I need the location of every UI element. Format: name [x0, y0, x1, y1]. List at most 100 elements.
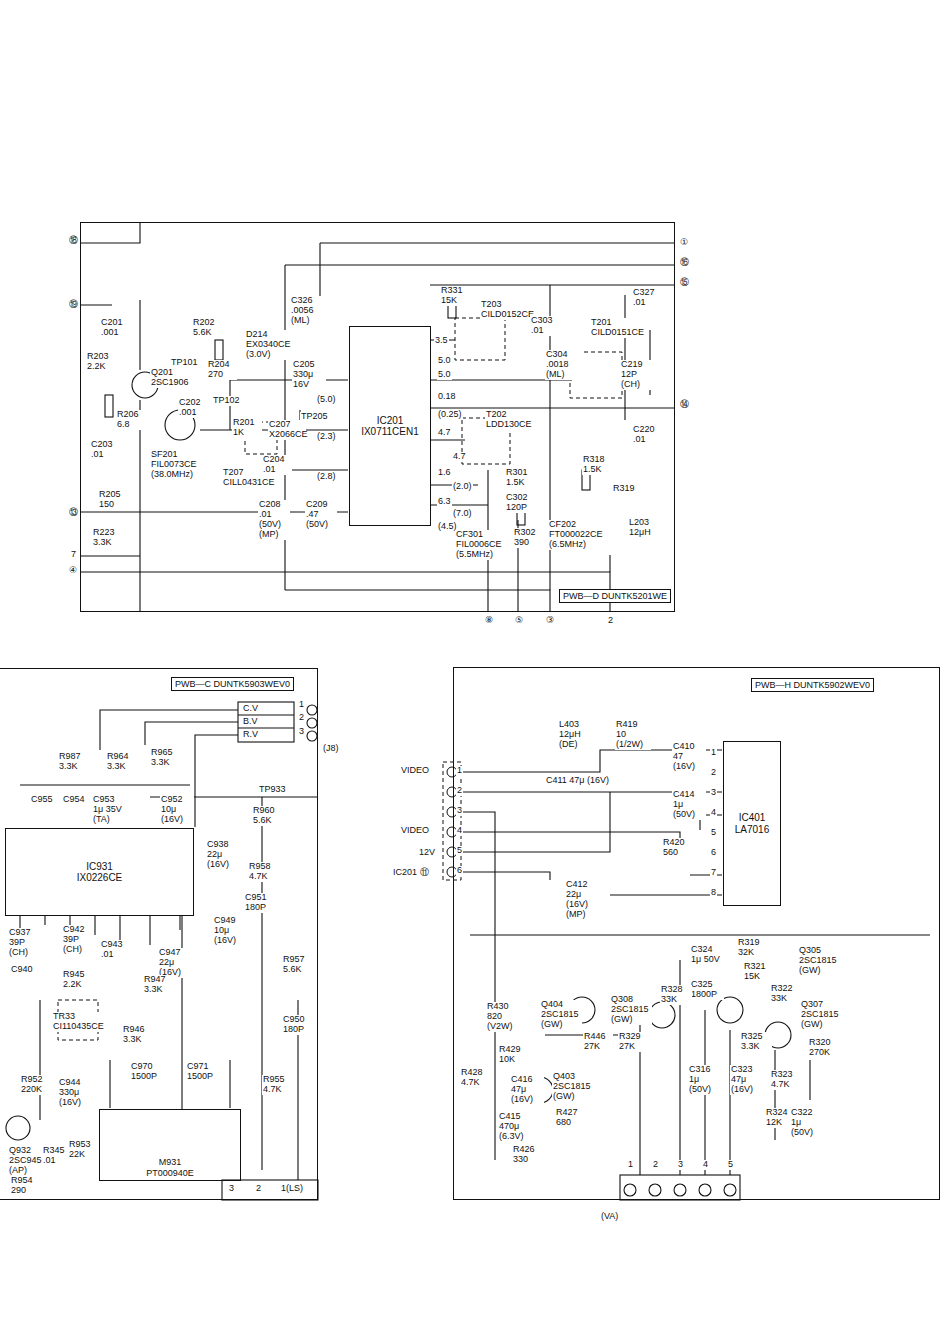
- component-label: ⑧: [484, 616, 494, 626]
- component-label: 4.7: [437, 428, 452, 438]
- component-label: R428 4.7K: [460, 1068, 492, 1088]
- component-label: 5.0: [437, 356, 452, 366]
- component-label: C937 39P (CH): [8, 928, 40, 958]
- component-label: C322 1μ (50V): [790, 1108, 824, 1138]
- component-label: D214 EX0340CE (3.0V): [245, 330, 293, 360]
- component-label: R203 2.2K: [86, 352, 118, 372]
- component-label: IC201 ⑪: [392, 868, 430, 878]
- component-label: C410 47 (16V): [672, 742, 706, 772]
- component-label: Q403 2SC1815 (GW): [552, 1072, 594, 1102]
- component-label: VIDEO: [400, 826, 430, 836]
- component-label: 4: [710, 808, 717, 818]
- component-label: ⑮: [679, 278, 690, 288]
- component-label: R328 33K: [660, 985, 692, 1005]
- component-label: 5: [456, 846, 463, 856]
- component-label: C414 1μ (50V): [672, 790, 706, 820]
- component-label: C219 12P (CH): [620, 360, 652, 390]
- component-label: 4: [702, 1160, 709, 1170]
- component-label: 5.0: [437, 370, 452, 380]
- component-label: 3: [298, 727, 305, 737]
- component-label: C303 .01: [530, 316, 560, 336]
- component-label: C412 22μ (16V) (MP): [565, 880, 599, 920]
- component-label: R955 4.7K: [262, 1075, 294, 1095]
- component-label: TR33 CI110435CE: [52, 1012, 100, 1032]
- component-label: R958 4.7K: [248, 862, 280, 882]
- component-label: 8: [710, 888, 717, 898]
- component-label: (J8): [322, 744, 340, 754]
- component-label: C953 1μ 35V (TA): [92, 795, 128, 825]
- component-label: 5: [710, 828, 717, 838]
- component-label: (7.0): [452, 509, 473, 519]
- component-label: R321 15K: [743, 962, 775, 982]
- component-label: C971 1500P: [186, 1062, 220, 1082]
- ic-box: IC401LA7016: [723, 741, 781, 906]
- component-label: 2: [710, 768, 717, 778]
- component-label: R952 220K: [20, 1075, 52, 1095]
- component-label: R205 150: [98, 490, 128, 510]
- component-label: C324 1μ 50V: [690, 945, 722, 965]
- part-name: IX0711CEN1: [361, 426, 419, 438]
- component-label: (VA): [600, 1212, 619, 1222]
- component-label: (2.3): [316, 432, 337, 442]
- component-label: C202 .001: [178, 398, 210, 418]
- component-label: C220 .01: [632, 425, 662, 445]
- circuit-board-panel: PWB—D DUNTK5201WEIC201IX0711CEN1: [80, 222, 675, 612]
- component-label: R426 330: [512, 1145, 542, 1165]
- component-label: C955: [30, 795, 54, 805]
- component-label: 1: [298, 700, 305, 710]
- component-label: R325 3.3K: [740, 1032, 772, 1052]
- component-label: B.V: [242, 717, 259, 727]
- component-label: 4.7: [452, 452, 467, 462]
- component-label: 7: [70, 550, 77, 560]
- part-name: LA7016: [735, 824, 769, 836]
- component-label: (5.0): [316, 395, 337, 405]
- component-label: C302 120P: [505, 493, 537, 513]
- component-label: 5: [727, 1160, 734, 1170]
- component-label: C415 470μ (6.3V): [498, 1112, 534, 1142]
- module-box: M931PT000940E: [99, 1109, 241, 1181]
- component-label: ⑲: [68, 300, 79, 310]
- part-name: IC931: [86, 861, 113, 873]
- component-label: TP101: [170, 358, 199, 368]
- component-label: ⑯: [679, 258, 690, 268]
- component-label: T203 CILD0152CE: [480, 300, 528, 320]
- signal-wire: [181, 916, 182, 1109]
- component-label: 1: [456, 766, 463, 776]
- part-name: IX0226CE: [77, 872, 123, 884]
- component-label: Q307 2SC1815 (GW): [800, 1000, 842, 1030]
- component-label: R987 3.3K: [58, 752, 90, 772]
- component-label: C942 39P (CH): [62, 925, 94, 955]
- component-label: C949 10μ (16V): [213, 916, 247, 946]
- component-label: R302 390: [513, 528, 543, 548]
- component-label: C201 .001: [100, 318, 132, 338]
- component-label: C411 47μ (16V): [545, 776, 610, 786]
- board-label: PWB—D DUNTK5201WE: [559, 589, 671, 603]
- component-label: R420 560: [662, 838, 692, 858]
- component-label: C205 330μ 16V: [292, 360, 326, 390]
- component-label: 3: [677, 1160, 684, 1170]
- component-label: Q404 2SC1815 (GW): [540, 1000, 582, 1030]
- component-label: R947 3.3K: [143, 975, 175, 995]
- component-label: C952 10μ (16V): [160, 795, 194, 825]
- component-label: R957 5.6K: [282, 955, 314, 975]
- component-label: C.V: [242, 704, 259, 714]
- component-label: 12V: [418, 848, 436, 858]
- component-label: R329 27K: [618, 1032, 648, 1052]
- component-label: R960 5.6K: [252, 806, 284, 826]
- component-label: C944 330μ (16V): [58, 1078, 94, 1108]
- component-label: 3: [228, 1184, 235, 1194]
- component-label: ⑭: [679, 400, 690, 410]
- component-label: 6.3: [437, 497, 452, 507]
- component-label: SF201 FIL0073CE (38.0MHz): [150, 450, 212, 480]
- component-label: TP102: [212, 396, 241, 406]
- component-label: C954: [62, 795, 86, 805]
- component-label: 6: [710, 848, 717, 858]
- component-label: R319: [612, 484, 636, 494]
- component-label: C326 .0056 (ML): [290, 296, 326, 326]
- part-name: M931: [159, 1157, 182, 1167]
- component-label: R946 3.3K: [122, 1025, 154, 1045]
- component-label: R301 1.5K: [505, 468, 537, 488]
- component-label: R945 2.2K: [62, 970, 94, 990]
- component-label: R429 10K: [498, 1045, 528, 1065]
- component-label: 4: [456, 826, 463, 836]
